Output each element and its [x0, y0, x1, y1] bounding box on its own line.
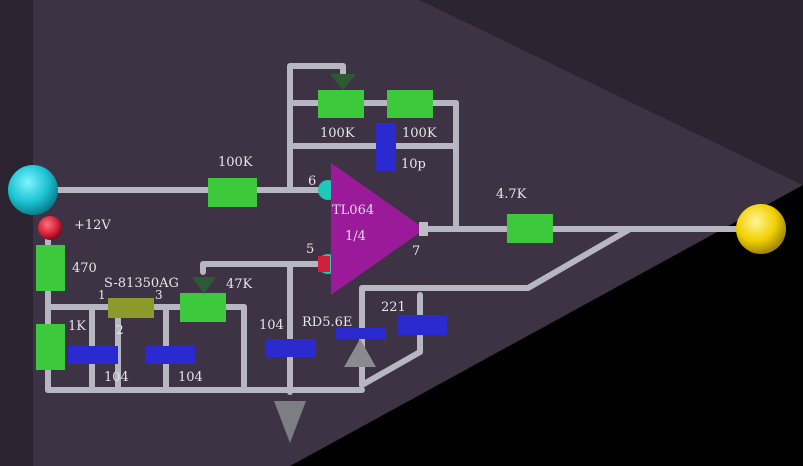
capacitor-feedback[interactable]: [376, 123, 396, 171]
resistor-feedback-2[interactable]: [387, 90, 433, 118]
resistor-470[interactable]: [36, 245, 65, 291]
regulator-s81350ag[interactable]: [108, 298, 154, 318]
regulator-pin3-label: 3: [155, 288, 163, 302]
board-shadow-top: [420, 0, 803, 185]
capacitor-feedback-label: 10p: [401, 157, 426, 172]
supply-label: +12V: [74, 218, 111, 233]
opamp-unit-label: 1/4: [345, 229, 366, 244]
resistor-input[interactable]: [208, 178, 257, 207]
opamp-output-pin: [419, 222, 428, 236]
resistor-feedback-2-label: 100K: [402, 126, 437, 141]
pin6-label: 6: [308, 174, 316, 189]
capacitor-221-label: 221: [381, 300, 406, 315]
capacitor-104-3-label: 104: [259, 318, 284, 333]
regulator-pin2-label: 2: [116, 323, 124, 337]
input-terminal[interactable]: [8, 165, 58, 215]
capacitor-104-2[interactable]: [145, 346, 195, 364]
regulator-label: S-81350AG: [104, 276, 179, 291]
zener-diode[interactable]: [336, 328, 386, 339]
potentiometer-47k-wiper-icon: [192, 277, 216, 294]
resistor-feedback-1-label: 100K: [320, 126, 355, 141]
capacitor-104-1-label: 104: [104, 370, 129, 385]
resistor-output-label: 4.7K: [496, 187, 527, 202]
output-terminal[interactable]: [736, 204, 786, 254]
pin5-label: 5: [306, 242, 314, 257]
diode-arrow-icon: [344, 339, 376, 367]
resistor-1k[interactable]: [36, 324, 65, 370]
resistor-1k-label: 1K: [68, 319, 86, 334]
capacitor-104-2-label: 104: [178, 370, 203, 385]
opamp-name-label: TL064: [332, 203, 374, 218]
zener-diode-label: RD5.6E: [302, 315, 352, 330]
pin7-label: 7: [412, 244, 420, 259]
board-left-edge: [0, 0, 33, 466]
capacitor-104-3[interactable]: [266, 339, 316, 357]
opamp-pin5-marker: [318, 256, 330, 272]
capacitor-104-1[interactable]: [68, 346, 118, 364]
resistor-feedback-1[interactable]: [318, 90, 364, 118]
resistor-470-label: 470: [72, 261, 97, 276]
regulator-pin1-label: 1: [98, 288, 106, 302]
ground-icon: [274, 401, 306, 443]
resistor-input-label: 100K: [218, 155, 253, 170]
potentiometer-wiper-icon: [330, 74, 356, 90]
capacitor-221[interactable]: [398, 315, 447, 335]
resistor-output[interactable]: [507, 214, 553, 243]
supply-terminal[interactable]: [38, 216, 62, 240]
opamp-tl064[interactable]: [331, 163, 425, 295]
wire-221: [359, 292, 423, 388]
resistor-47k[interactable]: [180, 293, 226, 322]
resistor-47k-label: 47K: [226, 277, 253, 292]
wire-feedback-left: [287, 63, 346, 193]
